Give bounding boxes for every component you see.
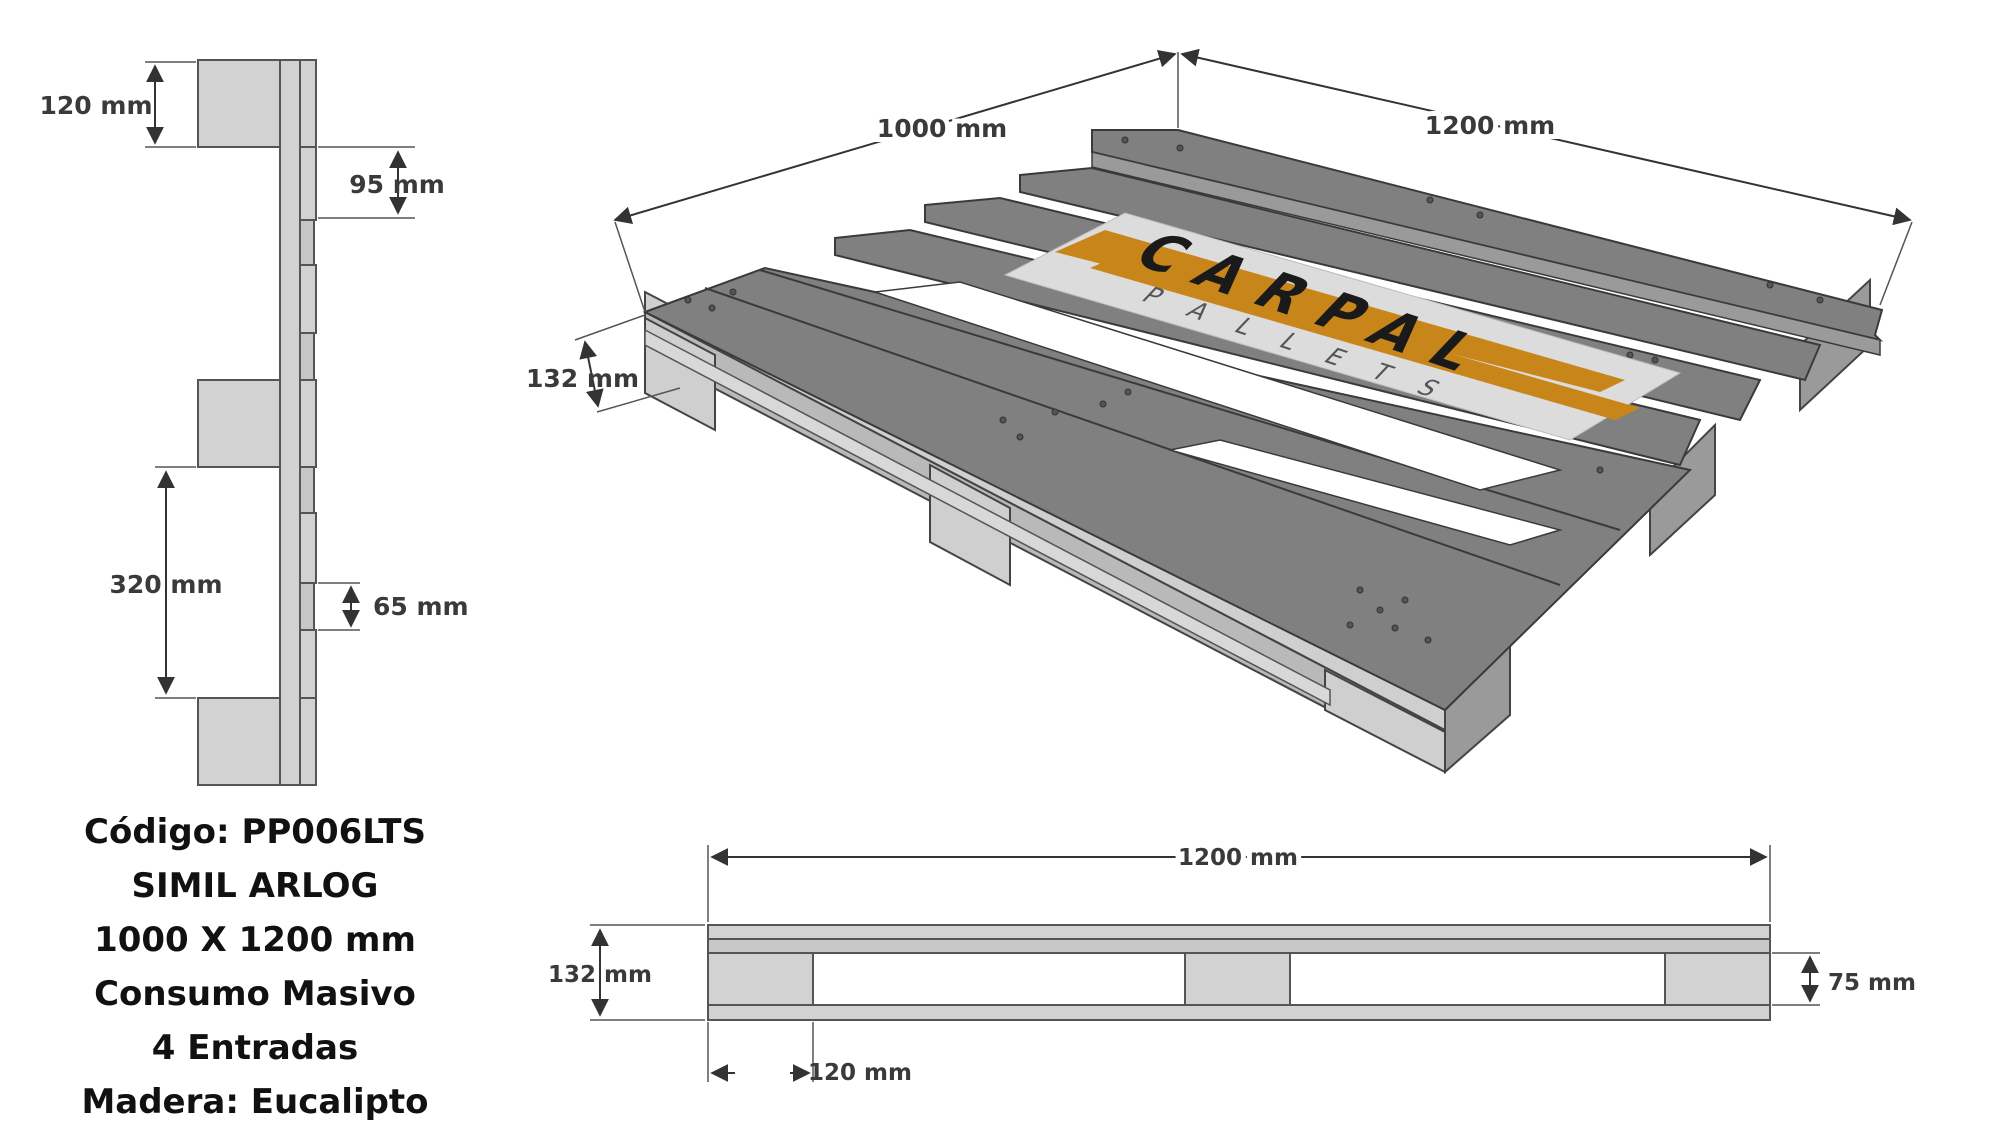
side-board-2 <box>299 146 317 221</box>
front-block-left <box>707 952 814 1006</box>
iso-gap-1 <box>874 281 1563 491</box>
dim-label-1200-iso: 1200 mm <box>1425 111 1555 140</box>
dim-label-75: 75 mm <box>1828 970 1916 996</box>
dim-front-75: 75 mm <box>1772 952 1916 1006</box>
side-board-6 <box>299 629 317 699</box>
spec-block: Código: PP006LTS SIMIL ARLOG 1000 X 1200… <box>20 805 490 1129</box>
iso-block-right-mid <box>1649 422 1716 558</box>
front-block-middle <box>1184 952 1291 1006</box>
dim-side-320: 320 mm <box>106 466 227 699</box>
side-block-top <box>197 59 281 148</box>
side-main-board <box>279 59 301 786</box>
logo-stripe-top <box>1055 230 1625 392</box>
side-board-3 <box>299 264 317 334</box>
side-view: 120 mm 95 mm 320 mm 65 mm <box>40 59 469 786</box>
side-board-7 <box>299 697 317 786</box>
logo-stripe-bottom <box>1090 257 1640 420</box>
spec-entries: 4 Entradas <box>151 1028 359 1068</box>
dim-label-132-front: 132 mm <box>548 962 652 988</box>
side-board-4 <box>299 379 317 468</box>
dim-front-132: 132 mm <box>544 924 705 1021</box>
side-block-bottom <box>197 697 281 786</box>
spec-use: Consumo Masivo <box>94 974 416 1014</box>
dim-label-132-iso: 132 mm <box>526 364 639 393</box>
iso-gap-2 <box>1169 439 1563 546</box>
iso-view: CARPAL PALLETS 1000 mm 1200 mm 132 mm <box>526 48 1913 775</box>
dim-label-120-front: 120 mm <box>808 1060 912 1086</box>
dim-side-95: 95 mm <box>318 146 445 219</box>
front-block-right <box>1664 952 1771 1006</box>
side-board-5 <box>299 512 317 584</box>
front-bottom-board <box>707 1004 1771 1021</box>
front-top-board <box>707 924 1771 940</box>
side-board-1 <box>299 59 317 148</box>
iso-deck-board-5 <box>642 266 1693 712</box>
front-view: 1200 mm 132 mm 75 mm 120 mm <box>544 840 1916 1086</box>
dim-label-120: 120 mm <box>40 91 153 120</box>
dim-front-120: 120 mm <box>707 1022 912 1086</box>
spec-size: 1000 X 1200 mm <box>94 920 416 960</box>
dim-iso-1000: 1000 mm <box>613 49 1179 313</box>
spec-model: SIMIL ARLOG <box>131 866 379 906</box>
dim-label-65: 65 mm <box>373 592 469 621</box>
dim-iso-1200: 1200 mm <box>1180 48 1913 306</box>
side-block-middle <box>197 379 281 468</box>
dim-iso-132: 132 mm <box>526 314 681 413</box>
dim-label-95: 95 mm <box>349 170 445 199</box>
dim-label-1200-front: 1200 mm <box>1178 845 1298 871</box>
iso-front-lower <box>644 328 1331 707</box>
spec-wood: Madera: Eucalipto <box>81 1082 429 1122</box>
spec-code: Código: PP006LTS <box>84 812 426 852</box>
dim-side-120: 120 mm <box>40 61 196 148</box>
dim-label-1000: 1000 mm <box>877 114 1007 143</box>
dim-label-320: 320 mm <box>110 570 223 599</box>
dim-side-65: 65 mm <box>318 582 469 631</box>
dim-front-1200: 1200 mm <box>707 840 1771 922</box>
front-top-board-2 <box>707 938 1771 954</box>
